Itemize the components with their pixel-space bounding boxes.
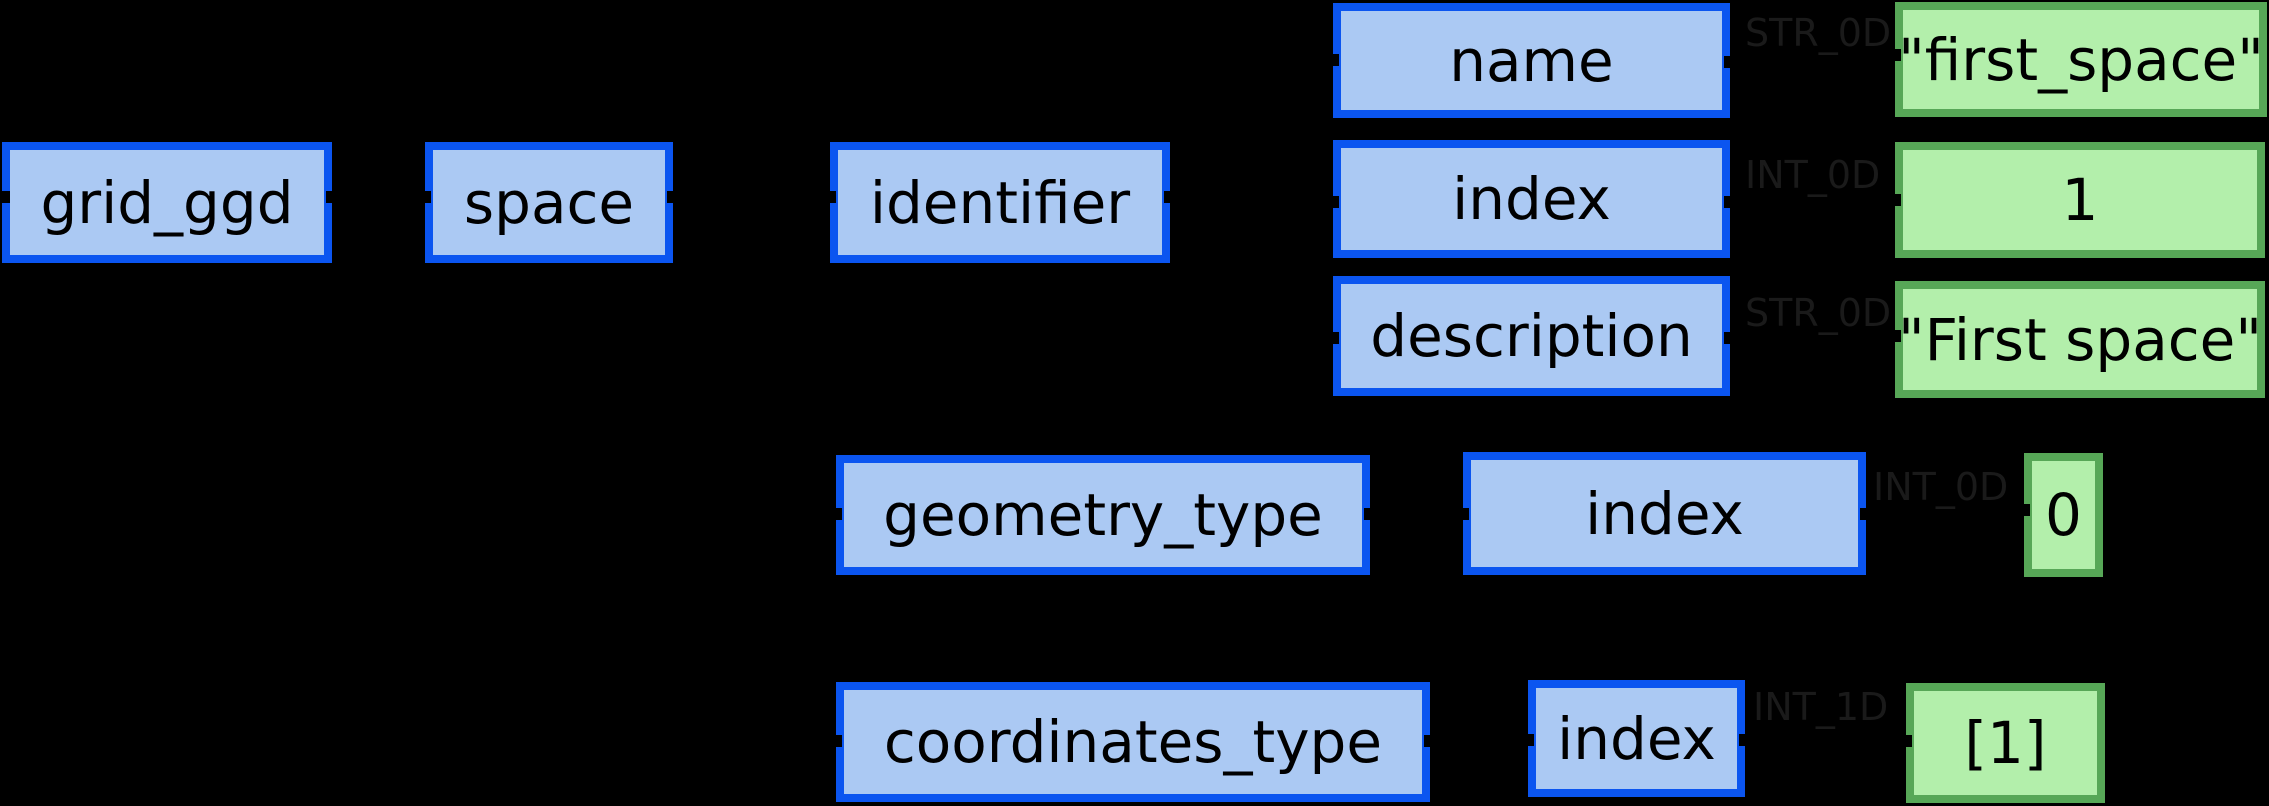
edge-stub xyxy=(1900,735,1912,747)
node-identifier: identifier xyxy=(830,142,1170,263)
edge-label-description-type: STR_0D xyxy=(1745,291,1892,335)
node-grid_ggd: grid_ggd xyxy=(2,142,332,263)
edge-stub xyxy=(1457,508,1469,520)
edge-stub xyxy=(1164,191,1176,203)
edge-stub xyxy=(0,191,10,203)
edge-stub xyxy=(1327,196,1339,208)
edge-stub xyxy=(1724,196,1736,208)
edge-stub xyxy=(2018,504,2030,516)
node-identifier-name: name xyxy=(1333,3,1730,118)
edge-label-coordinates-index-type: INT_1D xyxy=(1753,685,1889,729)
edge-stub xyxy=(419,191,431,203)
node-geometry_type-index-value: 0 xyxy=(2024,453,2103,577)
edge-stub xyxy=(1424,735,1436,747)
edge-stub xyxy=(1889,49,1901,61)
node-geometry_type: geometry_type xyxy=(836,455,1370,575)
edge-stub xyxy=(1364,508,1376,520)
edge-stub xyxy=(830,735,842,747)
edge-stub xyxy=(667,191,679,203)
node-coordinates_type-index-value: [1] xyxy=(1906,683,2105,803)
edge-stub xyxy=(1889,330,1901,342)
node-coordinates_type: coordinates_type xyxy=(836,682,1430,802)
edge-stub xyxy=(1327,332,1339,344)
edge-stub xyxy=(1724,332,1736,344)
edge-stub xyxy=(830,508,842,520)
edge-stub xyxy=(1889,194,1901,206)
node-identifier-description-value: "First space" xyxy=(1895,281,2265,398)
node-coordinates_type-index: index xyxy=(1528,680,1745,797)
node-identifier-description: description xyxy=(1333,276,1730,396)
node-space: space xyxy=(425,142,673,263)
edge-stub xyxy=(1860,508,1872,520)
node-identifier-index: index xyxy=(1333,140,1730,258)
edge-label-name-type: STR_0D xyxy=(1745,11,1892,55)
edge-stub xyxy=(824,191,836,203)
edge-label-index-type: INT_0D xyxy=(1745,153,1881,197)
edge-stub xyxy=(1522,734,1534,746)
node-identifier-index-value: 1 xyxy=(1895,142,2265,258)
node-geometry_type-index: index xyxy=(1463,452,1866,575)
edge-stub xyxy=(326,191,338,203)
edge-stub xyxy=(1327,54,1339,66)
node-identifier-name-value: "first_space" xyxy=(1895,2,2267,117)
edge-stub xyxy=(1724,56,1736,68)
edge-stub xyxy=(1739,734,1751,746)
edge-label-geometry-index-type: INT_0D xyxy=(1873,465,2009,509)
